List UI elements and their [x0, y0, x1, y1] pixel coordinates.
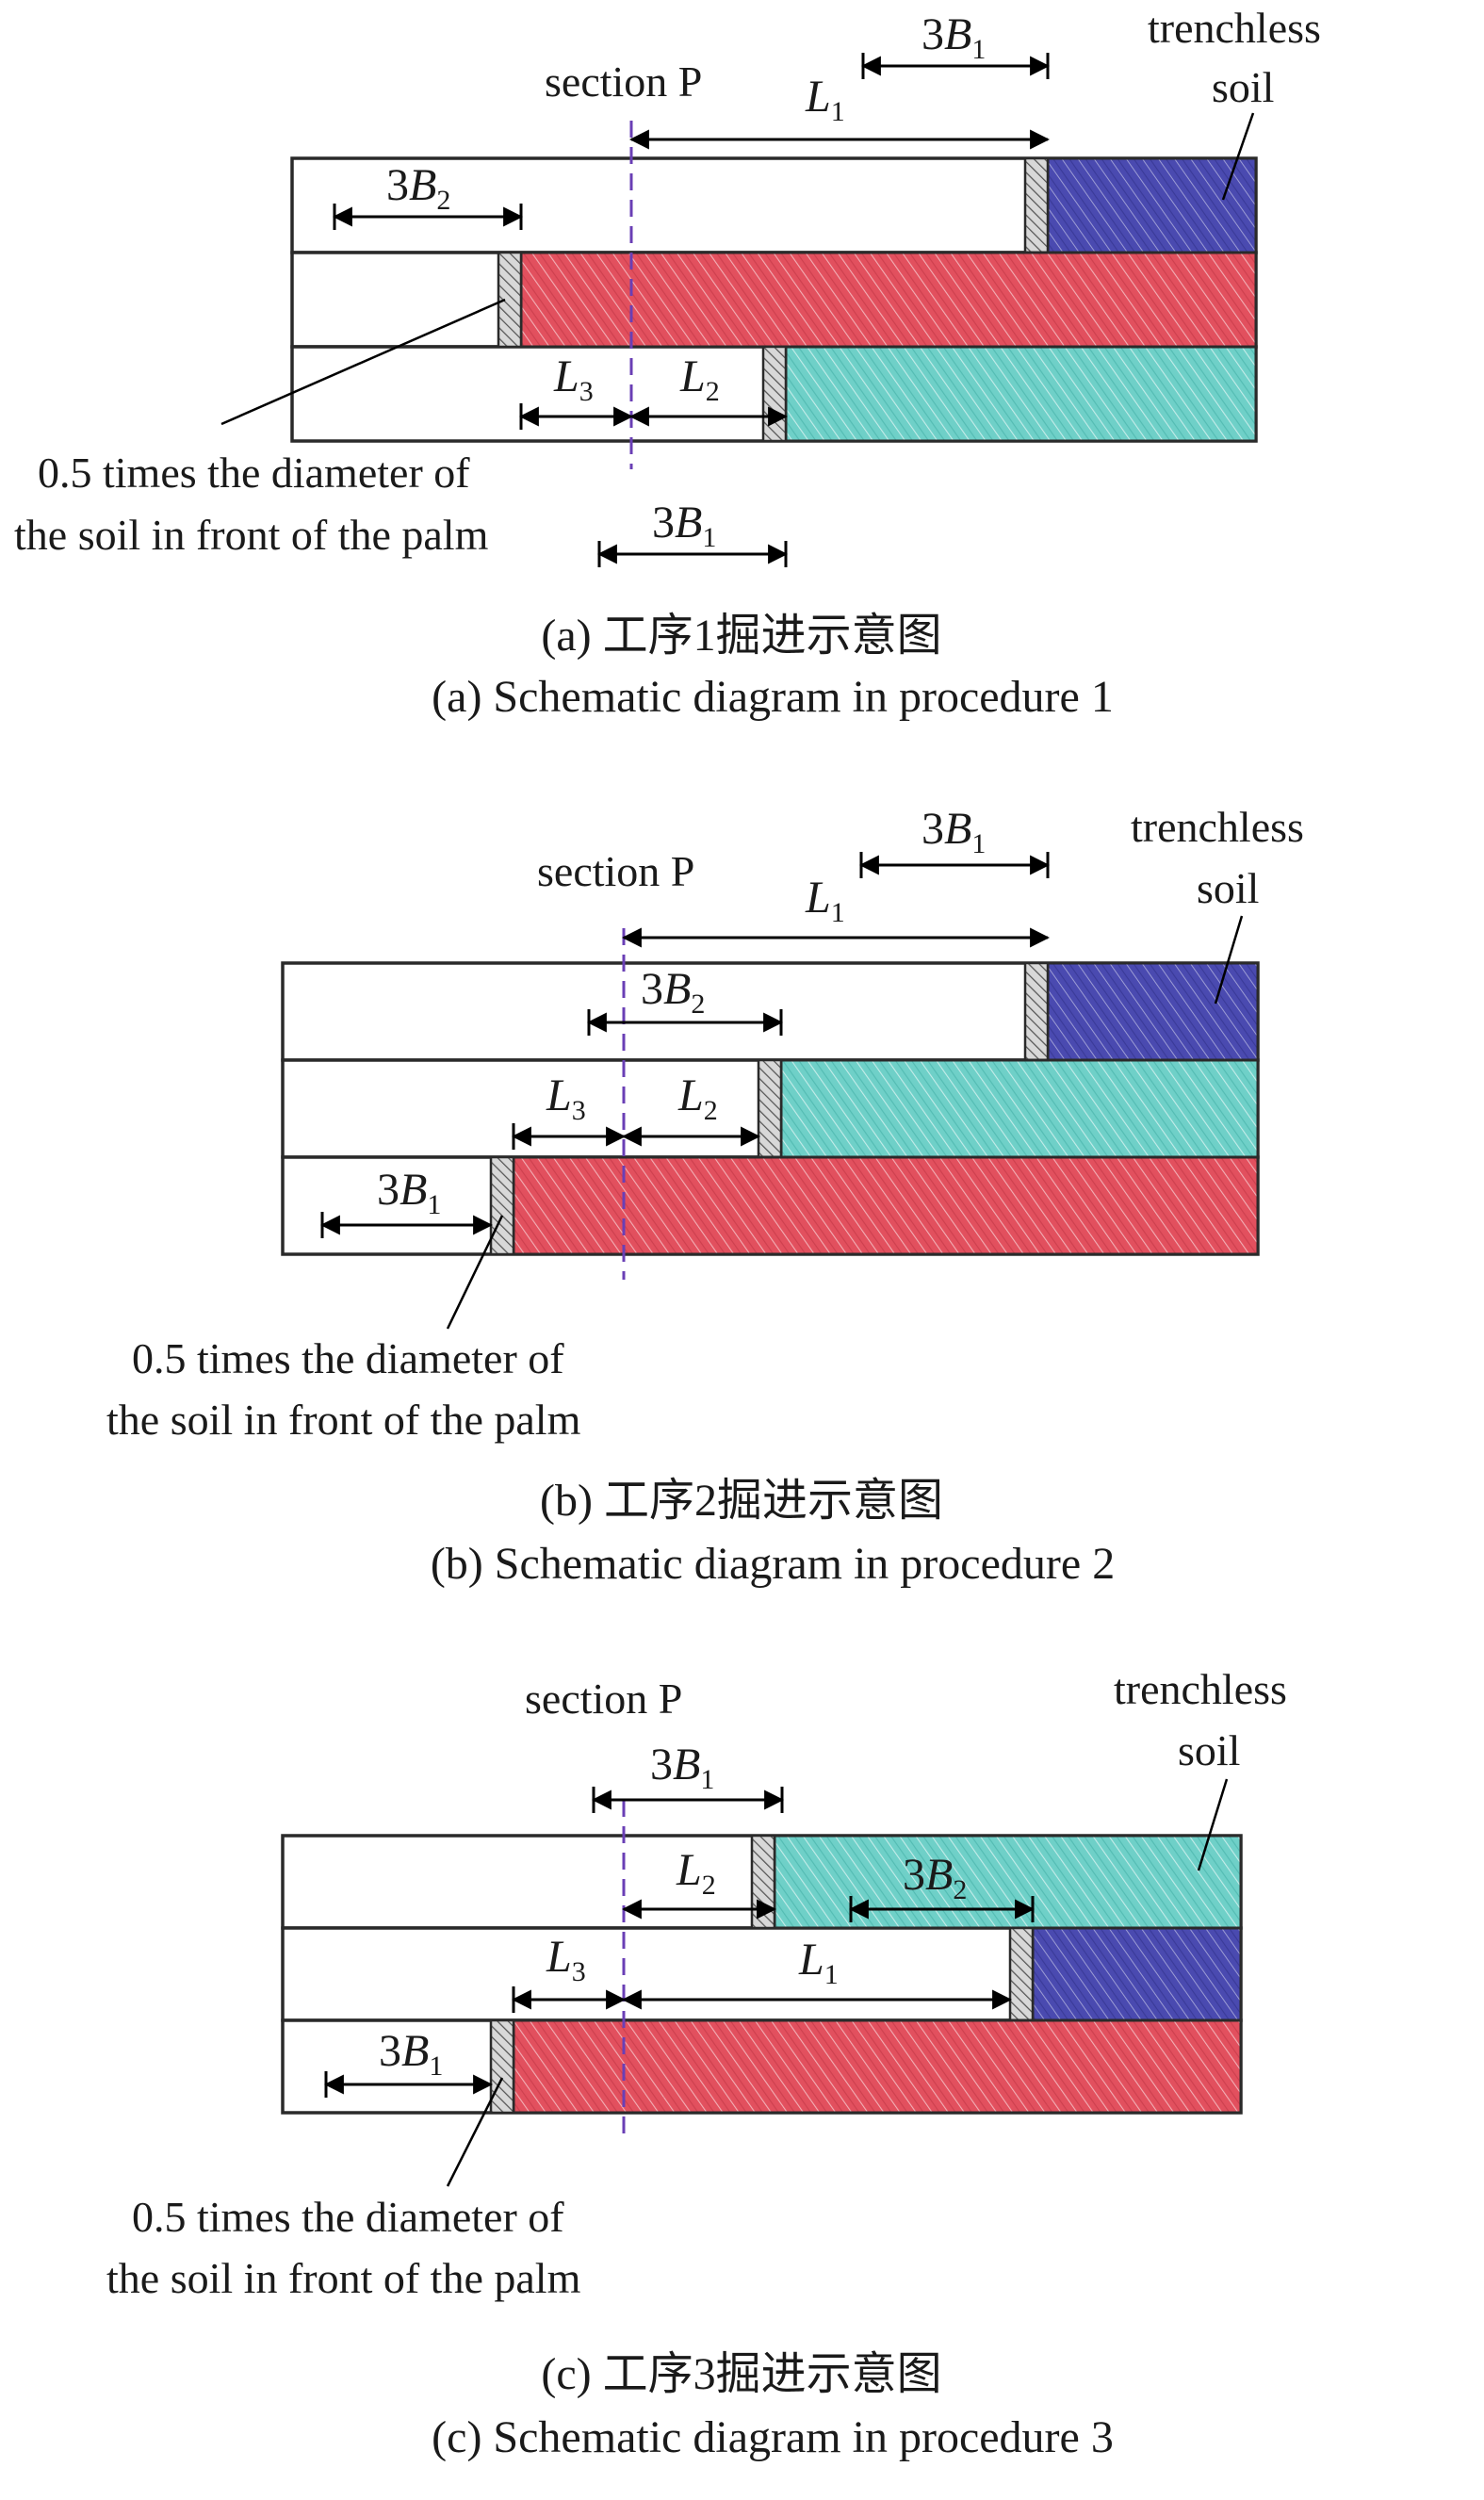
panel-a-trenchless-label-1: trenchless: [1148, 4, 1321, 52]
panel-b-excavation-cyan: [779, 1058, 1260, 1159]
panel-a-label-l1: L1: [805, 72, 845, 127]
panel-c-label-3b2: 3B2: [903, 1850, 967, 1905]
panel-b-palm-label-2: the soil in front of the palm: [106, 1396, 581, 1444]
panel-c-caption-cn: (c) 工序3掘进示意图: [541, 2349, 941, 2399]
panel-b-label-3b1-left: 3B1: [377, 1165, 441, 1220]
panel-c-trenchless-label-1: trenchless: [1114, 1665, 1287, 1713]
panel-c-palm-label-2: the soil in front of the palm: [106, 2254, 581, 2302]
panel-a-palm-label-2: the soil in front of the palm: [14, 511, 489, 559]
panel-c-section-label: section P: [525, 1675, 682, 1723]
panel-a-excavation-cyan: [784, 345, 1258, 443]
panel-b-trenchless-label-1: trenchless: [1131, 803, 1304, 851]
panel-a-caption-cn: (a) 工序1掘进示意图: [541, 611, 941, 661]
panel-c-label-3b1-left: 3B1: [379, 2026, 443, 2082]
panel-c-label-l2: L2: [676, 1845, 716, 1901]
panel-c-label-l3: L3: [546, 1932, 586, 1987]
panel-b-trenchless-soil-blue: [1046, 961, 1260, 1062]
panel-a-label-l3: L3: [553, 351, 594, 407]
panel-b-label-l1: L1: [805, 873, 845, 928]
panel-a-label-3b2: 3B2: [386, 160, 450, 216]
panel-c-caption-en: (c) Schematic diagram in procedure 3: [432, 2412, 1114, 2462]
panel-b-label-l2: L2: [677, 1070, 718, 1126]
panel-b-trenchless-label-2: soil: [1197, 864, 1259, 912]
panel-b-label-3b1-top: 3B1: [921, 804, 986, 859]
panel-a-trenchless-label-2: soil: [1212, 63, 1274, 111]
panel-c-label-l1: L1: [798, 1935, 839, 1990]
panel-c-trenchless-leader: [1197, 1778, 1229, 1871]
panel-b: section P trenchless soil 3B1 L1 3B2 L3 …: [106, 803, 1304, 1589]
panel-c-trenchless-label-2: soil: [1178, 1726, 1240, 1774]
panel-a-palm-plate-row-2: [497, 251, 523, 349]
panel-b-palm-plate-row-2: [757, 1058, 783, 1159]
panel-c-palm-leader: [446, 2077, 504, 2187]
panel-b-caption-en: (b) Schematic diagram in procedure 2: [431, 1539, 1115, 1589]
panel-c-palm-plate-row-1: [750, 1834, 776, 1930]
panel-a-palm-label-1: 0.5 times the diameter of: [38, 449, 470, 497]
panel-b-label-3b2: 3B2: [641, 964, 705, 1020]
panel-a-label-3b1-top: 3B1: [921, 9, 986, 65]
panel-c-label-3b1-top: 3B1: [650, 1740, 714, 1795]
panel-a-caption-en: (a) Schematic diagram in procedure 1: [432, 672, 1114, 722]
panel-b-palm-leader: [446, 1215, 504, 1330]
panel-b-excavation-red: [512, 1155, 1260, 1256]
panel-a-section-label: section P: [545, 57, 702, 106]
panel-c-excavation-blue: [1031, 1926, 1243, 2022]
panel-a-trenchless-soil-blue: [1046, 156, 1258, 254]
panel-c: section P trenchless soil 3B1 L2 3B2 L3 …: [106, 1665, 1287, 2462]
panel-c-trenchless-soil-cyan: [773, 1834, 1243, 1930]
panel-a-palm-plate-row-1: [1023, 156, 1050, 254]
panel-b-palm-plate-row-1: [1023, 961, 1050, 1062]
panel-a-label-l2: L2: [679, 351, 720, 407]
panel-a-label-3b1-bottom: 3B1: [652, 498, 716, 553]
panel-a-palm-leader: [220, 298, 506, 426]
panel-a-excavation-red: [519, 251, 1258, 349]
panel-c-palm-plate-row-3: [489, 2018, 515, 2115]
panel-b-palm-label-1: 0.5 times the diameter of: [132, 1334, 564, 1382]
panel-c-palm-label-1: 0.5 times the diameter of: [132, 2193, 564, 2241]
panel-a-trenchless-leader: [1221, 112, 1255, 201]
panel-c-palm-plate-row-2: [1008, 1926, 1035, 2022]
panel-a-palm-plate-row-3: [761, 345, 788, 443]
panel-b-caption-cn: (b) 工序2掘进示意图: [540, 1476, 943, 1526]
panel-a: section P trenchless soil 3B1 L1 3B2 L3 …: [14, 4, 1321, 722]
panel-b-palm-plate-row-3: [489, 1155, 515, 1256]
panel-b-trenchless-leader: [1214, 915, 1244, 1005]
panel-b-label-l3: L3: [546, 1070, 586, 1126]
panel-b-section-label: section P: [537, 847, 694, 895]
